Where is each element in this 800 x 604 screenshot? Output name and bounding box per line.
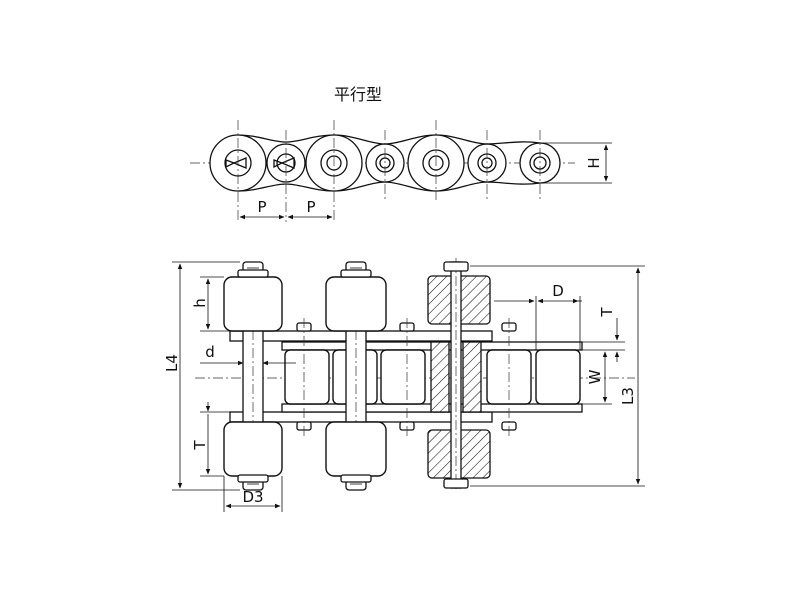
length-L3-label: L3: [619, 387, 637, 405]
thickness-T-left-label: T: [191, 440, 209, 451]
thickness-T-right-label: T: [598, 307, 616, 318]
side-link-plates: [237, 134, 541, 192]
width-W-dimension: W: [582, 351, 612, 405]
length-L3-dimension: L3: [470, 265, 645, 487]
thickness-T-right-dimension: T: [582, 307, 625, 362]
roller-height-h-dimension: h: [191, 276, 230, 332]
height-dimension: H: [540, 142, 612, 184]
sectioned-attachment: [427, 258, 491, 492]
short-pins: [296, 318, 517, 436]
pin-diameter-d-dimension: d: [200, 343, 296, 366]
pitch-label-1: P: [257, 198, 266, 216]
inner-rollers: [284, 349, 581, 405]
roller-height-h-label: h: [191, 298, 209, 308]
thickness-T-left-dimension: T: [191, 402, 230, 477]
pitch-label-2: P: [306, 198, 315, 216]
drawing-title: 平行型: [334, 85, 382, 104]
roller-diameter-D3-dimension: D3: [223, 476, 283, 512]
attachment-D-dimension: D: [494, 282, 582, 350]
chain-top-view: L4 h d T D3: [163, 258, 645, 512]
roller-diameter-D3-label: D3: [242, 488, 263, 506]
pitch-dimension: P P: [239, 198, 333, 220]
side-cotter-pins: [225, 157, 295, 169]
middle-attachment-pin: [325, 261, 387, 491]
side-attachment-rollers: [209, 134, 465, 192]
pin-diameter-d-label: d: [205, 343, 215, 361]
height-label: H: [585, 157, 603, 168]
chain-side-view: P P H: [190, 120, 612, 222]
left-attachment-pin: [223, 261, 283, 491]
length-L4-label: L4: [163, 354, 181, 372]
attachment-D-label: D: [552, 282, 564, 300]
width-W-label: W: [586, 369, 604, 384]
length-L4-dimension: L4: [163, 261, 240, 491]
